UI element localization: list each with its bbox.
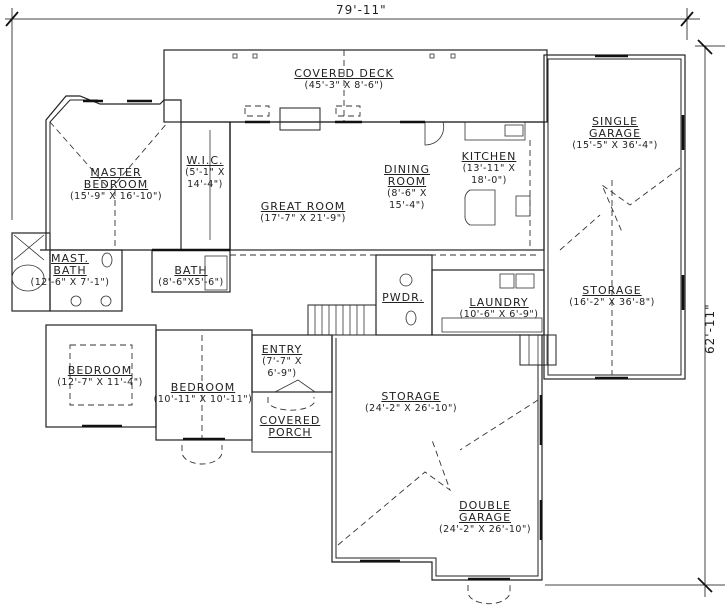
overall-width-dimension: 79'-11" [336,3,387,17]
room-label-entry: ENTRY (7'-7" X 6'-9") [261,343,303,380]
dimension-lines [5,8,725,597]
room-label-bedroom-2: BEDROOM (12'-7" X 11'-4") [57,364,143,389]
room-label-covered-deck: COVERED DECK (45'-3" X 8'-6") [294,67,394,92]
single-garage-outline [543,54,686,380]
room-label-bath: BATH (8'-6"X5'-6") [158,264,224,289]
bath-laundry-block [11,232,545,336]
room-label-storage-right: STORAGE (16'-2" X 36'-8") [569,284,655,309]
room-label-master-bedroom: MASTER BEDROOM (15'-9" X 16'-10") [69,166,163,203]
overall-depth-dimension: 62'-11" [703,303,717,354]
room-label-mast-bath: MAST. BATH (12'-6" X 7'-1") [30,252,110,289]
room-label-laundry: LAUNDRY (10'-6" X 6'-9") [459,296,539,321]
room-label-single-garage: SINGLE GARAGE (15'-5" X 36'-4") [572,115,658,152]
bedrooms-outline [45,324,253,465]
room-label-double-garage: DOUBLE GARAGE (24'-2" X 26'-10") [438,499,532,536]
room-label-bedroom-3: BEDROOM (10'-11" X 10'-11") [153,381,253,406]
room-label-kitchen: KITCHEN (13'-11" X 18'-0") [461,150,517,187]
room-label-storage-center: STORAGE (24'-2" X 26'-10") [364,390,458,415]
room-label-great-room: GREAT ROOM (17'-7" X 21'-9") [260,200,346,225]
double-garage-outline [331,335,543,605]
room-label-covered-porch: COVERED PORCH [259,414,321,439]
room-label-wic: W.I.C. (5'-1" X 14'-4") [185,154,225,191]
room-label-pwdr: PWDR. [382,291,424,304]
room-label-dining-room: DINING ROOM (8'-6" X 15'-4") [384,163,430,212]
